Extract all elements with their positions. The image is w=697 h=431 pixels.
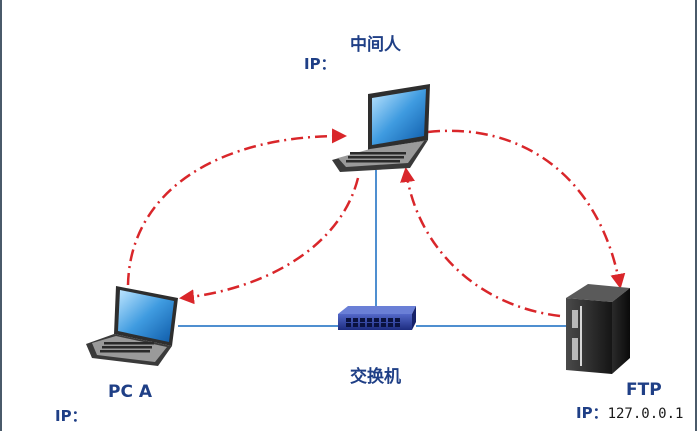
ftp-server-icon [566, 284, 630, 374]
mitm-ip: IP： [304, 53, 336, 74]
arrow-pca-to-mitm [126, 128, 347, 286]
mitm-ip-prefix: IP： [304, 55, 336, 73]
ftp-label: FTP [626, 380, 662, 400]
arrow-mitm-to-ftp [427, 129, 626, 289]
pca-laptop-icon [86, 286, 178, 366]
mitm-laptop-icon [332, 84, 430, 172]
mitm-label: 中间人 [350, 35, 401, 55]
switch-label: 交换机 [350, 367, 401, 387]
pca-ip-prefix: IP： [55, 407, 87, 425]
arrow-mitm-to-pca [179, 177, 360, 305]
ftp-ip-value: 127.0.0.1 [607, 406, 684, 422]
ftp-ip: IP：127.0.0.1 [576, 402, 683, 423]
traffic-arrows [126, 128, 626, 318]
pca-ip: IP： [55, 405, 87, 426]
arrow-ftp-to-mitm [400, 167, 561, 318]
network-links [178, 170, 566, 327]
switch-icon [338, 306, 416, 330]
pca-label: PC A [108, 382, 153, 402]
ftp-ip-prefix: IP： [576, 404, 608, 422]
